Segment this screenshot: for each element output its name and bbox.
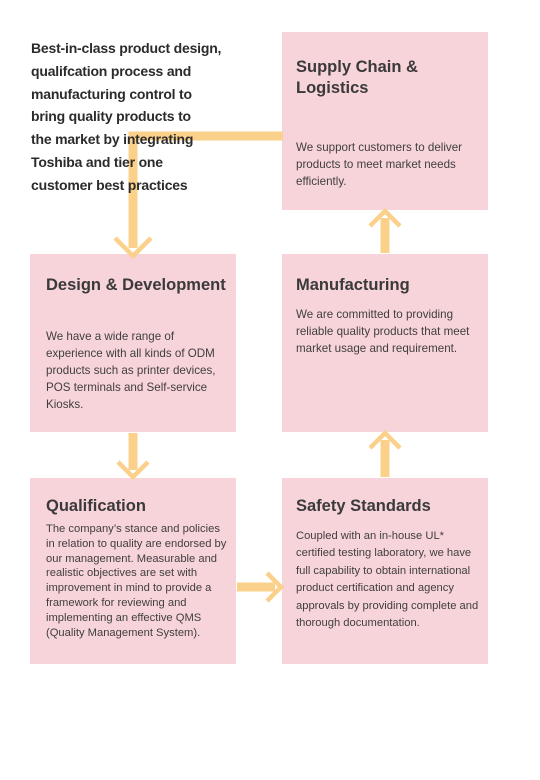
design-development-text: We have a wide range of experience with … [46,330,216,411]
safety-standards-title: Safety Standards [296,497,431,515]
design-development-box: Design & Development We have a wide rang… [30,254,236,432]
safety-standards-text: Coupled with an in-house UL* certified t… [296,530,479,630]
supply-chain-box: Supply Chain & Logistics We support cust… [282,32,488,210]
arrowhead-right-safety [265,571,285,603]
intro-line: qualifcation process and [31,62,192,79]
qualification-box: Qualification The company’s stance and p… [30,478,236,664]
supply-chain-title: Supply Chain & Logistics [296,58,418,97]
manufacturing-title: Manufacturing [296,276,410,294]
arrowhead-up-supply [368,207,402,228]
qualification-title: Qualification [46,497,146,515]
manufacturing-box: Manufacturing We are committed to provid… [282,254,488,432]
intro-line: the market by integrating [31,131,194,148]
intro-line: bring quality products to [31,108,191,125]
intro-line: Best-in-class product design, [31,40,222,56]
intro-line: Toshiba and tier one [31,153,163,170]
design-development-title: Design & Development [46,276,226,294]
arrowhead-up-manufacturing [368,429,402,450]
supply-chain-text: We support customers to deliver products… [296,141,463,188]
safety-standards-box: Safety Standards Coupled with an in-hous… [282,478,488,664]
manufacturing-text: We are committed to providing reliable q… [296,308,470,355]
qualification-text: The company’s stance and policies in rel… [46,523,227,639]
intro-line: manufacturing control to [31,85,192,102]
intro-line: customer best practices [31,176,188,193]
intro-text: Best-in-class product design, qualifcati… [31,37,256,197]
arrowhead-down-qualification [116,460,150,481]
